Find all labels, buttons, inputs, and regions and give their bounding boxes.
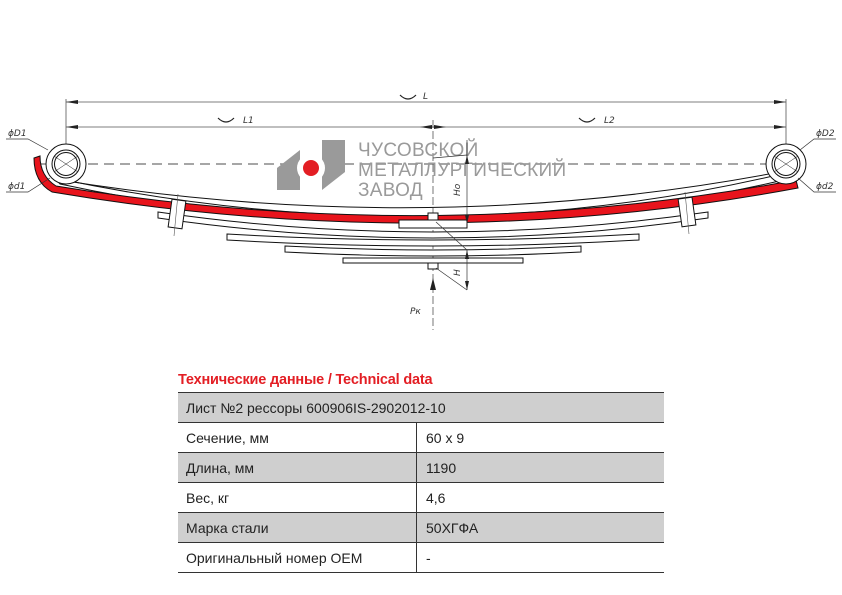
label-D1: ϕD1 [8, 129, 27, 139]
row-value: 4,6 [416, 482, 664, 513]
company-logo: ЧУСОВСКОЙ МЕТАЛЛУРГИЧЕСКИЙ ЗАВОД [277, 139, 566, 201]
main-leaf-edge [59, 169, 791, 209]
force-arrow-icon [430, 278, 436, 290]
row-value: - [416, 542, 664, 573]
label-L2: L2 [604, 116, 615, 126]
clamp-left [167, 193, 187, 237]
row-label: Оригинальный номер OEM [178, 542, 417, 573]
label-Pk: Pк [410, 307, 421, 317]
table-row: Марка стали 50ХГФА [178, 512, 664, 543]
eye-right [765, 143, 807, 185]
row-label: Длина, мм [178, 452, 417, 483]
table-row: Сечение, мм 60 х 9 [178, 422, 664, 453]
label-H: H [453, 269, 463, 276]
eye-left [45, 143, 87, 185]
dimension-arrows [66, 100, 786, 129]
row-label: Вес, кг [178, 482, 417, 513]
table-row: Оригинальный номер OEM - [178, 542, 664, 573]
highlighted-leaf-2 [33, 155, 799, 224]
leader-lines [6, 138, 836, 193]
row-value: 60 х 9 [416, 422, 664, 453]
label-L: L [423, 92, 428, 102]
spec-header-row: Лист №2 рессоры 600906IS-2902012-10 [178, 392, 664, 423]
leaf-spring-drawing: L L1 L2 ЧУСОВСКОЙ МЕТАЛЛУРГИЧЕСКИЙ ЗАВОД [6, 92, 836, 330]
row-label: Марка стали [178, 512, 417, 543]
logo-line-1: ЧУСОВСКОЙ [358, 139, 479, 161]
logo-line-2: МЕТАЛЛУРГИЧЕСКИЙ [358, 159, 566, 181]
label-L1: L1 [243, 116, 254, 126]
logo-red-dot [303, 160, 319, 176]
clamp-right [677, 191, 697, 235]
logo-line-3: ЗАВОД [358, 180, 423, 201]
label-D2: ϕD2 [816, 129, 835, 139]
table-row: Вес, кг 4,6 [178, 482, 664, 513]
row-label: Сечение, мм [178, 422, 417, 453]
spec-title: Технические данные / Technical data [178, 372, 433, 388]
spec-table: Лист №2 рессоры 600906IS-2902012-10 Сече… [178, 392, 664, 573]
label-Ho: Ho [453, 183, 463, 196]
label-d1: ϕd1 [8, 182, 25, 192]
row-value: 1190 [416, 452, 664, 483]
row-value: 50ХГФА [416, 512, 664, 543]
technical-data-section: Технические данные / Technical data Лист… [178, 370, 664, 573]
table-row: Длина, мм 1190 [178, 452, 664, 483]
spec-header: Лист №2 рессоры 600906IS-2902012-10 [178, 392, 664, 423]
label-d2: ϕd2 [816, 182, 834, 192]
